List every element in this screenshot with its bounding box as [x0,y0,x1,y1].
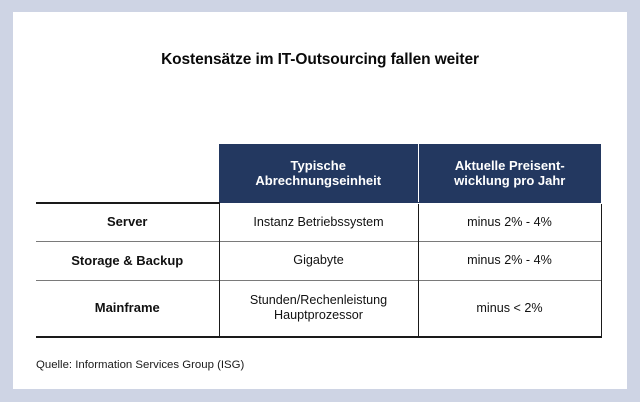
row-label-mainframe: Mainframe [36,279,219,337]
table-bottom-rule-cell [36,336,219,339]
column-header-unit-line2: Abrechnungseinheit [255,173,382,188]
column-header-unit: Typische Abrechnungseinheit [219,144,418,203]
cell-unit-mainframe: Stunden/Rechenleistung Hauptprozessor [218,279,418,337]
column-header-unit-line1: Typische [290,157,346,173]
data-table: Typische Abrechnungseinheit Aktuelle Pre… [36,144,602,339]
cell-trend-mainframe: minus < 2% [417,279,602,337]
table-bottom-rule-cell [418,336,601,339]
row-label-storage-backup: Storage & Backup [36,240,219,280]
row-label-server: Server [36,202,219,241]
table-bottom-rule [36,336,601,339]
table-row: Storage & Backup Gigabyte minus 2% - 4% [36,240,602,280]
table-row: Server Instanz Betriebssystem minus 2% -… [36,202,602,241]
corner-cell [36,144,219,203]
data-table-container: Typische Abrechnungseinheit Aktuelle Pre… [36,144,602,339]
column-header-trend: Aktuelle Preisent- wicklung pro Jahr [417,144,601,203]
cell-unit-mainframe-line1: Stunden/Rechenleistung [249,293,388,308]
table-header: Typische Abrechnungseinheit Aktuelle Pre… [36,144,601,203]
figure-canvas: Kostensätze im IT-Outsourcing fallen wei… [13,12,627,389]
cell-trend-server: minus 2% - 4% [417,203,602,241]
table-row: Mainframe Stunden/Rechenleistung Hauptpr… [36,279,602,337]
column-header-trend-line1: Aktuelle Preisent- [454,157,565,173]
cell-unit-storage-backup: Gigabyte [218,240,418,280]
cell-unit-mainframe-line2: Hauptprozessor [274,308,363,323]
source-note: Quelle: Information Services Group (ISG) [36,359,245,371]
cell-unit-server: Instanz Betriebssystem [218,203,418,241]
table-header-row: Typische Abrechnungseinheit Aktuelle Pre… [36,144,601,203]
table-bottom-rule-cell [219,336,418,339]
table-body: Server Instanz Betriebssystem minus 2% -… [36,202,602,339]
column-header-trend-line2: wicklung pro Jahr [454,173,566,188]
page-title: Kostensätze im IT-Outsourcing fallen wei… [161,51,479,68]
cell-trend-storage-backup: minus 2% - 4% [417,240,602,280]
